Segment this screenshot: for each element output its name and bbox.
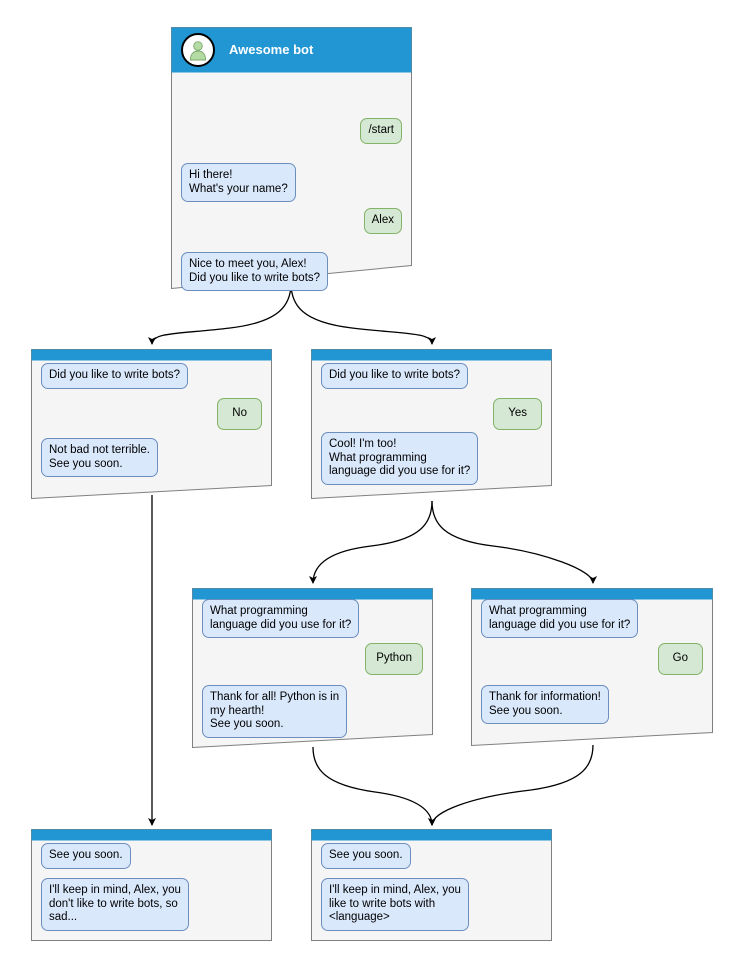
node-no-branch[interactable]: Did you like to write bots? No Not bad n… [31,349,272,499]
node-python-branch[interactable]: What programming language did you use fo… [192,588,433,748]
message-bubble-bot[interactable]: Thank for information! See you soon. [481,685,609,724]
bot-name-label: Awesome bot [229,42,314,57]
message-bubble-user[interactable]: Yes [493,398,542,430]
message-bubble-user[interactable]: Alex [363,208,402,234]
edge-root-to-no [148,282,292,345]
edge-yes-to-python [309,500,433,584]
message-bubble-user[interactable]: Go [657,643,703,675]
message-bubble-user[interactable]: No [217,398,262,430]
node-go-branch-messages: What programming language did you use fo… [471,599,713,746]
message-bubble-bot[interactable]: See you soon. [41,843,131,869]
edge-yes-to-go [431,500,597,584]
node-go-branch[interactable]: What programming language did you use fo… [471,588,713,746]
message-bubble-bot[interactable]: Did you like to write bots? [41,363,189,389]
message-bubble-bot[interactable]: Nice to meet you, Alex! Did you like to … [181,252,329,291]
node-end-happy[interactable]: See you soon. I'll keep in mind, Alex, y… [311,829,552,941]
edge-python-to-end-happy [312,746,436,826]
message-bubble-bot[interactable]: What programming language did you use fo… [481,599,639,638]
node-no-branch-messages: Did you like to write bots? No Not bad n… [31,360,272,499]
node-yes-branch-messages: Did you like to write bots? Yes Cool! I'… [311,360,552,499]
node-end-happy-messages: See you soon. I'll keep in mind, Alex, y… [311,840,552,941]
message-bubble-bot[interactable]: I'll keep in mind, Alex, you don't like … [41,878,189,931]
message-bubble-bot[interactable]: Cool! I'm too! What programming language… [321,432,479,485]
node-root-conversation[interactable]: Awesome bot /start Hi there! What's your… [171,27,412,291]
message-bubble-user[interactable]: Python [365,643,423,675]
person-avatar-icon [181,32,215,67]
node-python-branch-messages: What programming language did you use fo… [192,599,433,748]
message-bubble-bot[interactable]: What programming language did you use fo… [202,599,360,638]
message-bubble-bot[interactable]: Did you like to write bots? [321,363,469,389]
message-bubble-bot[interactable]: See you soon. [321,843,411,869]
message-bubble-bot[interactable]: Not bad not terrible. See you soon. [41,438,159,477]
node-end-sad-messages: See you soon. I'll keep in mind, Alex, y… [31,840,272,941]
message-bubble-user[interactable]: /start [360,118,402,144]
message-bubble-bot[interactable]: Thank for all! Python is in my hearth! S… [202,685,348,738]
message-bubble-bot[interactable]: I'll keep in mind, Alex, you like to wri… [321,878,469,931]
message-bubble-bot[interactable]: Hi there! What's your name? [181,163,296,202]
node-root-messages: /start Hi there! What's your name? Alex … [171,72,412,291]
edge-root-to-yes [290,282,436,345]
node-root-shape [171,27,412,289]
edge-go-to-end-happy [428,744,594,826]
node-root-titlebar: Awesome bot [171,27,412,72]
node-yes-branch[interactable]: Did you like to write bots? Yes Cool! I'… [311,349,552,499]
node-end-sad[interactable]: See you soon. I'll keep in mind, Alex, y… [31,829,272,941]
